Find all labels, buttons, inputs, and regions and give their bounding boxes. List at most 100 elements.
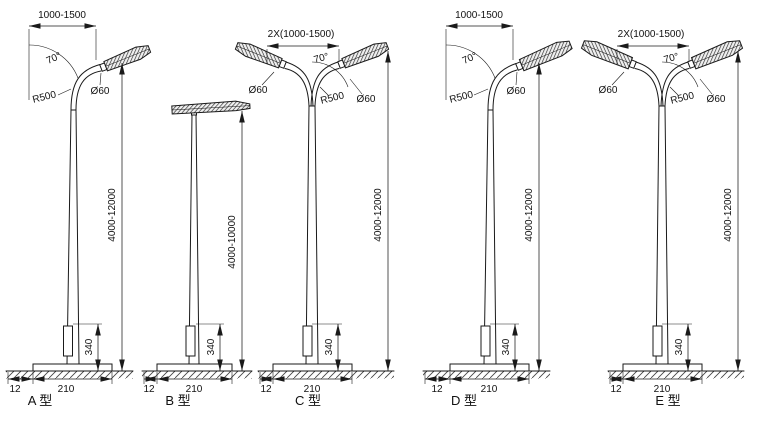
arm-a [70,64,102,111]
dim-height-label-a: 4000-12000 [107,188,118,242]
dim-diameter-right-label-e: Ø60 [707,94,726,105]
dim-height-label-b: 4000-10000 [227,215,238,269]
figure-label-c: C 型 [295,393,321,408]
dim-base-d: 12 210 [424,372,530,395]
lamp-body-right-e [690,40,744,70]
dim-base-c: 12 210 [259,372,353,395]
dim-diameter-right-c: Ø60 [349,78,376,105]
dim-door-b: 340 [196,323,224,371]
dim-door-label-e: 340 [674,338,685,355]
lamp-body-left-e [580,40,634,70]
dim-angle-e: 70° [661,51,699,88]
base-plate-b [156,363,233,372]
figure-label-b: B 型 [165,393,190,408]
dim-angle-a: 70° [28,44,79,79]
dim-base-width-label-b: 210 [186,384,203,395]
dim-diameter-a: Ø60 [91,72,110,97]
lamp-a [99,45,152,72]
dim-radius-label-d: R500 [448,89,474,106]
dim-radius-e: R500 [669,86,696,107]
dim-base-edge-label-e: 12 [610,384,622,395]
base-plate-e [622,363,703,372]
dim-door-a: 340 [73,323,102,371]
dim-height-label-d: 4000-12000 [524,188,535,242]
dim-base-width-label-d: 210 [481,384,498,395]
dim-radius-d: R500 [448,88,489,106]
dim-diameter-left-label-c: Ø60 [249,85,268,96]
dim-arm-length-a: 1000-1500 [28,10,97,100]
dim-base-e: 12 210 [609,372,703,395]
figure-c: 2X(1000-1500) 70° R500 Ø60 Ø60 4000-1200… [234,29,395,408]
dim-base-edge-label-a: 12 [9,384,21,395]
figure-e: 2X(1000-1500) 70° R500 Ø60 Ø60 4000-1200… [580,29,745,408]
dim-angle-label-d: 70° [461,51,479,67]
access-door-b [185,325,196,357]
figure-label-d: D 型 [451,393,477,408]
dim-door-label-c: 340 [324,338,335,355]
dim-arm-length-label-d: 1000-1500 [455,10,503,21]
ground-d [422,370,551,379]
dim-diameter-right-e: Ø60 [699,78,726,105]
lamp-left-c [234,42,287,69]
dim-base-width-label-e: 210 [654,384,671,395]
dim-angle-label-a: 70° [45,51,63,67]
pole-shaft-e [655,105,669,365]
dim-angle-d: 70° [445,44,496,79]
dim-arm-length-e: 2X(1000-1500) [616,29,690,64]
figure-a: 1000-1500 70° R500 Ø60 4000-12000 340 [5,10,152,408]
arm-left-e [634,61,664,107]
ground-a [5,370,134,379]
figure-label-a: A 型 [28,393,53,408]
dim-door-label-b: 340 [206,338,217,355]
dim-height-c: 4000-12000 [373,51,391,371]
dim-height-b: 4000-10000 [227,111,245,371]
dim-base-b: 12 210 [143,372,233,395]
dim-height-d: 4000-12000 [524,63,542,371]
ground-b [141,370,253,379]
lamp-right-e [687,40,744,70]
pole-shaft-c [305,105,319,365]
figure-d: 1000-1500 70° R500 Ø60 4000-12000 340 [422,10,573,408]
dim-base-edge-label-c: 12 [260,384,272,395]
dim-base-a: 12 210 [7,372,113,395]
dim-door-label-d: 340 [501,338,512,355]
ground-c [257,370,395,379]
access-door-d [480,325,491,357]
access-door-e [652,325,663,357]
dim-radius-label-a: R500 [31,89,57,106]
dim-diameter-left-label-e: Ø60 [599,85,618,96]
lamp-body-right-c [341,42,390,69]
dim-height-label-e: 4000-12000 [723,188,734,242]
dim-arm-length-label-c: 2X(1000-1500) [268,29,335,40]
dim-arm-length-label-a: 1000-1500 [38,10,86,21]
base-plate-c [272,363,353,372]
ground-e [607,370,745,379]
dim-height-label-c: 4000-12000 [373,188,384,242]
dim-door-d: 340 [490,323,519,371]
dim-angle-label-e: 70° [663,51,680,66]
dim-door-c: 340 [312,323,342,371]
dim-angle-label-c: 70° [313,51,330,66]
dim-door-e: 340 [662,323,692,371]
dim-diameter-left-e: Ø60 [599,71,625,96]
dim-arm-length-c: 2X(1000-1500) [266,29,340,64]
dim-base-edge-label-d: 12 [431,384,443,395]
access-door-a [63,325,73,357]
dim-radius-a: R500 [31,88,72,106]
lamp-d [515,40,573,72]
base-plate-d [449,363,530,372]
figure-label-e: E 型 [655,393,680,408]
dim-diameter-label-d: Ø60 [507,86,526,97]
lamp-body-a [103,45,152,72]
lamp-body-b [171,100,251,115]
dim-diameter-left-c: Ø60 [249,71,275,96]
dim-height-e: 4000-12000 [723,51,741,371]
access-door-c [302,325,313,357]
dim-base-edge-label-b: 12 [143,384,155,395]
dim-height-a: 4000-12000 [107,63,125,371]
dim-base-width-label-c: 210 [304,384,321,395]
lamp-b [171,100,251,115]
dim-radius-label-e: R500 [669,90,695,107]
lamp-left-e [580,40,637,70]
